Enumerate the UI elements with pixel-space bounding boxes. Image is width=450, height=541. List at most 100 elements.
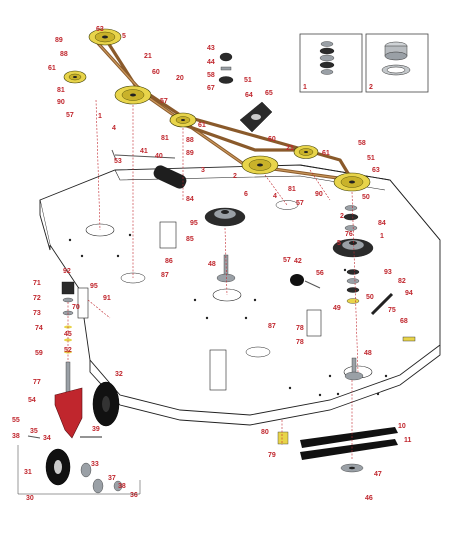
callout-59: 59 [35,350,43,357]
deck-roller [290,274,321,289]
callout-36: 36 [130,492,138,499]
callout-76: 76 [345,231,353,238]
callout-40: 40 [155,153,163,160]
callout-46: 46 [365,495,373,502]
callout-90: 90 [57,99,65,106]
deck-bracket-right [306,309,322,337]
callout-31: 31 [24,469,32,476]
callout-71: 71 [33,280,41,287]
callout-82: 82 [398,278,406,285]
spindle-housing-right [332,238,374,258]
callout-47: 47 [374,471,382,478]
spring-tube [153,165,187,189]
callout-35: 35 [30,428,38,435]
callout-61: 61 [198,122,206,129]
tension-rod [111,149,176,161]
callout-48: 48 [364,350,372,357]
callout-4: 4 [112,125,116,132]
callout-5: 5 [337,240,341,247]
idler-pulley-left [63,70,87,84]
callout-1: 1 [380,233,384,240]
callout-37: 37 [108,475,116,482]
deck-bracket-front [209,349,227,391]
spindle-bearing-stack-right [343,205,360,304]
callout-60: 60 [268,136,276,143]
callout-45: 45 [64,331,72,338]
callout-73: 73 [33,310,41,317]
callout-20: 20 [176,75,184,82]
callout-78: 78 [296,339,304,346]
callout-88: 88 [60,51,68,58]
caster-fork [54,387,83,439]
callout-34: 34 [43,435,51,442]
callout-57: 57 [66,112,74,119]
callout-58: 58 [207,72,215,79]
spindle-pulley-left [114,85,152,105]
idler-pulley-top [88,28,122,46]
callout-68: 68 [400,318,408,325]
callout-86: 86 [165,258,173,265]
callout-95: 95 [90,283,98,290]
callout-85: 85 [186,236,194,243]
callout-89: 89 [55,37,63,44]
callout-67: 67 [207,85,215,92]
callout-88: 88 [186,137,194,144]
callout-57: 57 [160,98,168,105]
callout-70: 70 [72,304,80,311]
drive-belt [93,28,354,182]
spindle-pulley-right [333,172,371,192]
callout-41: 41 [140,148,148,155]
callout-93: 93 [384,269,392,276]
callout-87: 87 [268,323,276,330]
caster-wheel-assembly [27,281,123,494]
callout-38: 38 [118,483,126,490]
callout-61: 61 [48,65,56,72]
callout-91: 91 [103,295,111,302]
callout-51: 51 [367,155,375,162]
callout-32: 32 [115,371,123,378]
callout-57: 57 [296,200,304,207]
inset-bearing-kit: 1 [299,33,363,93]
callout-89: 89 [186,150,194,157]
callout-6: 6 [244,191,248,198]
callout-64: 64 [245,92,253,99]
callout-65: 65 [265,90,273,97]
callout-60: 60 [152,69,160,76]
callout-5: 5 [122,33,126,40]
part-callouts: 63 5 89 88 61 21 60 20 81 90 57 1 4 43 4… [12,26,413,502]
assembly-guide-lines [67,99,359,460]
blade-washer [340,463,364,473]
spindle-shaft-right [344,357,364,381]
callout-21: 21 [286,145,294,152]
callout-2: 2 [233,173,237,180]
callout-3: 3 [201,167,205,174]
callout-38: 38 [12,433,20,440]
callout-1: 1 [98,113,102,120]
spacer-sleeve-icon [381,41,411,76]
callout-61: 61 [322,150,330,157]
idler-pulley-right [293,145,319,159]
callout-49: 49 [333,305,341,312]
spindle-pulley-center [241,155,279,175]
deck-bracket-left [159,221,177,249]
callout-43: 43 [207,45,215,52]
adjustment-pin [370,292,394,316]
callout-84: 84 [186,196,194,203]
callout-33: 33 [91,461,99,468]
callout-55: 55 [12,417,20,424]
callout-90: 90 [315,191,323,198]
callout-77: 77 [33,379,41,386]
deck-decal [402,336,416,342]
inset-spacer: 2 [365,33,429,93]
callout-84: 84 [378,220,386,227]
spindle-nut-part [277,431,289,445]
bearing-stack-icon [319,41,335,75]
callout-81: 81 [57,87,65,94]
callout-63: 63 [96,26,104,33]
callout-50: 50 [362,194,370,201]
callout-4: 4 [273,193,277,200]
callout-39: 39 [92,426,100,433]
mower-blades [300,427,398,460]
inset-label-2: 2 [369,84,373,91]
